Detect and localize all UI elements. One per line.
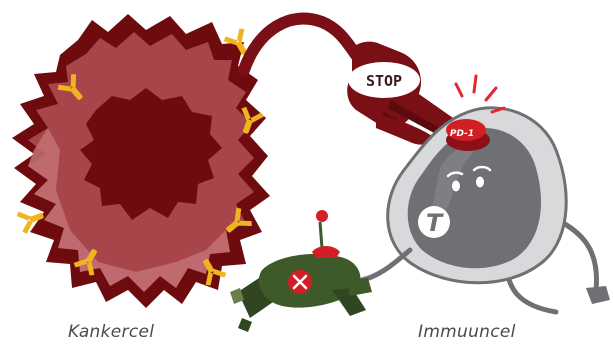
stop-label: STOP [366, 72, 402, 90]
immune-cell-label: Immuuncel [418, 322, 516, 342]
stop-bubble: STOP [348, 62, 420, 98]
t-cell-foot [586, 286, 610, 304]
cancer-cell-label: Kankercel [68, 322, 154, 342]
t-cell-eye [476, 177, 484, 188]
cancer-cell [12, 14, 270, 308]
t-cell-badge-label: T [426, 209, 444, 237]
t-cell-eye [452, 181, 460, 192]
cancer-cell-arm [244, 19, 360, 70]
t-cell-arm [362, 250, 410, 280]
pd1-label: PD-1 [450, 129, 474, 139]
